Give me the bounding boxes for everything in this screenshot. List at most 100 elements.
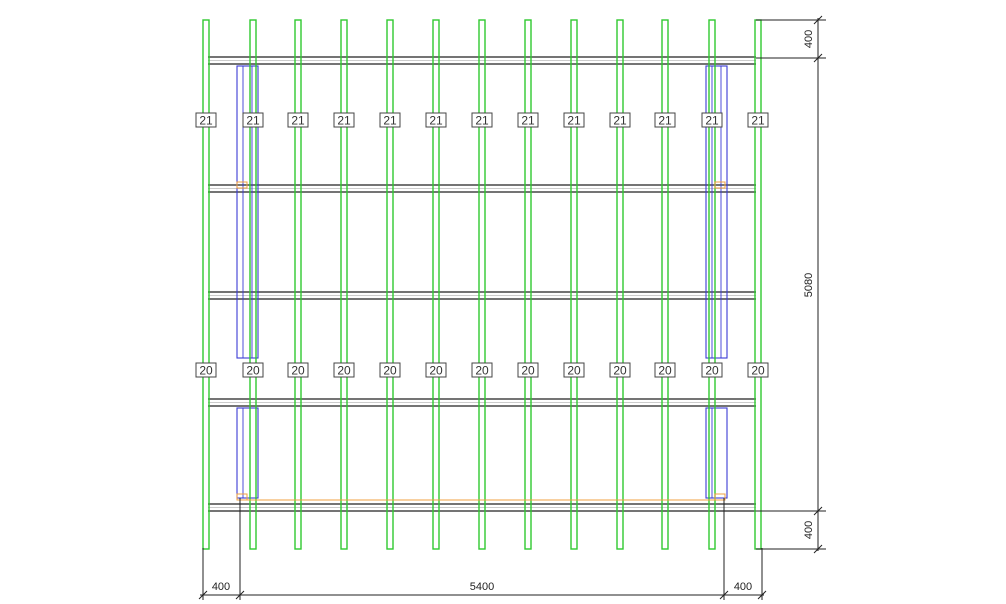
member-tag-label: 20	[567, 364, 581, 378]
joint-mark	[714, 493, 726, 501]
member-tag: 20	[195, 362, 217, 378]
member-tag-box	[287, 362, 309, 378]
member-tag-box	[747, 112, 769, 128]
dim-bottom-overhang: 400	[803, 521, 815, 539]
rafter	[524, 19, 532, 550]
member-tag-box	[242, 112, 264, 128]
member-tag: 20	[517, 362, 539, 378]
member-tag-box	[471, 112, 493, 128]
rafter-group	[202, 19, 762, 550]
member-tag-label: 21	[521, 114, 535, 128]
member-tag: 20	[471, 362, 493, 378]
member-tag-label: 21	[658, 114, 672, 128]
dim-main-span-horizontal: 5400	[470, 581, 494, 593]
joint-group	[236, 181, 726, 501]
tick	[813, 544, 823, 554]
rafter	[708, 19, 716, 550]
member-tag-box	[517, 112, 539, 128]
post-outline	[705, 407, 728, 499]
post-group	[236, 65, 728, 499]
tick	[813, 53, 823, 63]
member-tag-box	[379, 362, 401, 378]
rafter	[432, 19, 440, 550]
dim-main-span-vertical: 5080	[803, 273, 815, 297]
dim-left-overhang: 400	[212, 581, 230, 593]
member-tag-label: 20	[705, 364, 719, 378]
tick	[198, 590, 208, 600]
rafter	[202, 19, 210, 550]
member-tag-box	[425, 362, 447, 378]
member-tag-box	[425, 112, 447, 128]
member-tag-box	[333, 362, 355, 378]
dim-top-overhang: 400	[803, 30, 815, 48]
member-tag: 21	[287, 112, 309, 128]
member-tag-box	[379, 112, 401, 128]
dimension-group	[198, 15, 826, 600]
member-tag-label: 20	[475, 364, 489, 378]
member-tag-label: 20	[291, 364, 305, 378]
member-tag-label: 21	[383, 114, 397, 128]
member-tag-label: 20	[246, 364, 260, 378]
member-tag-box	[654, 112, 676, 128]
member-tag-label: 20	[613, 364, 627, 378]
lower-tag-row: 20 20 20 20 20 20 20 20 20 20 20 20 20	[195, 362, 769, 378]
member-tag: 21	[609, 112, 631, 128]
member-tag-box	[471, 362, 493, 378]
tick	[235, 590, 245, 600]
rafter	[294, 19, 302, 550]
member-tag-box	[701, 112, 723, 128]
member-tag-box	[563, 362, 585, 378]
member-tag: 20	[747, 362, 769, 378]
joint-mark	[714, 181, 726, 189]
member-tag-box	[195, 112, 217, 128]
tick	[813, 506, 823, 516]
member-tag-box	[242, 362, 264, 378]
member-tag: 21	[333, 112, 355, 128]
member-tag: 20	[242, 362, 264, 378]
member-tag-box	[563, 112, 585, 128]
batten-group	[208, 56, 756, 512]
member-tag-box	[609, 362, 631, 378]
tick	[813, 15, 823, 25]
dim-right-overhang: 400	[734, 581, 752, 593]
member-tag-box	[517, 362, 539, 378]
rafter	[661, 19, 669, 550]
member-tag-label: 21	[567, 114, 581, 128]
member-tag-label: 21	[751, 114, 765, 128]
rafter	[754, 19, 762, 550]
member-tag-label: 20	[751, 364, 765, 378]
member-tag: 20	[379, 362, 401, 378]
rafter	[249, 19, 257, 550]
member-tag: 21	[242, 112, 264, 128]
member-tag: 20	[701, 362, 723, 378]
member-tag: 20	[287, 362, 309, 378]
member-tag: 20	[425, 362, 447, 378]
member-tag: 21	[379, 112, 401, 128]
member-tag: 21	[563, 112, 585, 128]
member-tag-box	[654, 362, 676, 378]
joint-mark	[236, 181, 248, 189]
member-tag-label: 21	[429, 114, 443, 128]
rafter	[570, 19, 578, 550]
rafter	[478, 19, 486, 550]
member-tag: 21	[471, 112, 493, 128]
member-tag-label: 21	[613, 114, 627, 128]
tick	[757, 590, 767, 600]
member-tag-label: 20	[658, 364, 672, 378]
member-tag-label: 20	[521, 364, 535, 378]
member-tag-label: 21	[705, 114, 719, 128]
joint-mark	[236, 493, 248, 501]
rafter	[616, 19, 624, 550]
member-tag-label: 20	[199, 364, 213, 378]
member-tag-box	[195, 362, 217, 378]
member-tag-label: 21	[475, 114, 489, 128]
member-tag-label: 21	[337, 114, 351, 128]
tick	[719, 590, 729, 600]
member-tag-label: 20	[337, 364, 351, 378]
member-tag: 21	[654, 112, 676, 128]
member-tag: 21	[195, 112, 217, 128]
member-tag-box	[609, 112, 631, 128]
member-tag-label: 20	[383, 364, 397, 378]
member-tag: 21	[747, 112, 769, 128]
